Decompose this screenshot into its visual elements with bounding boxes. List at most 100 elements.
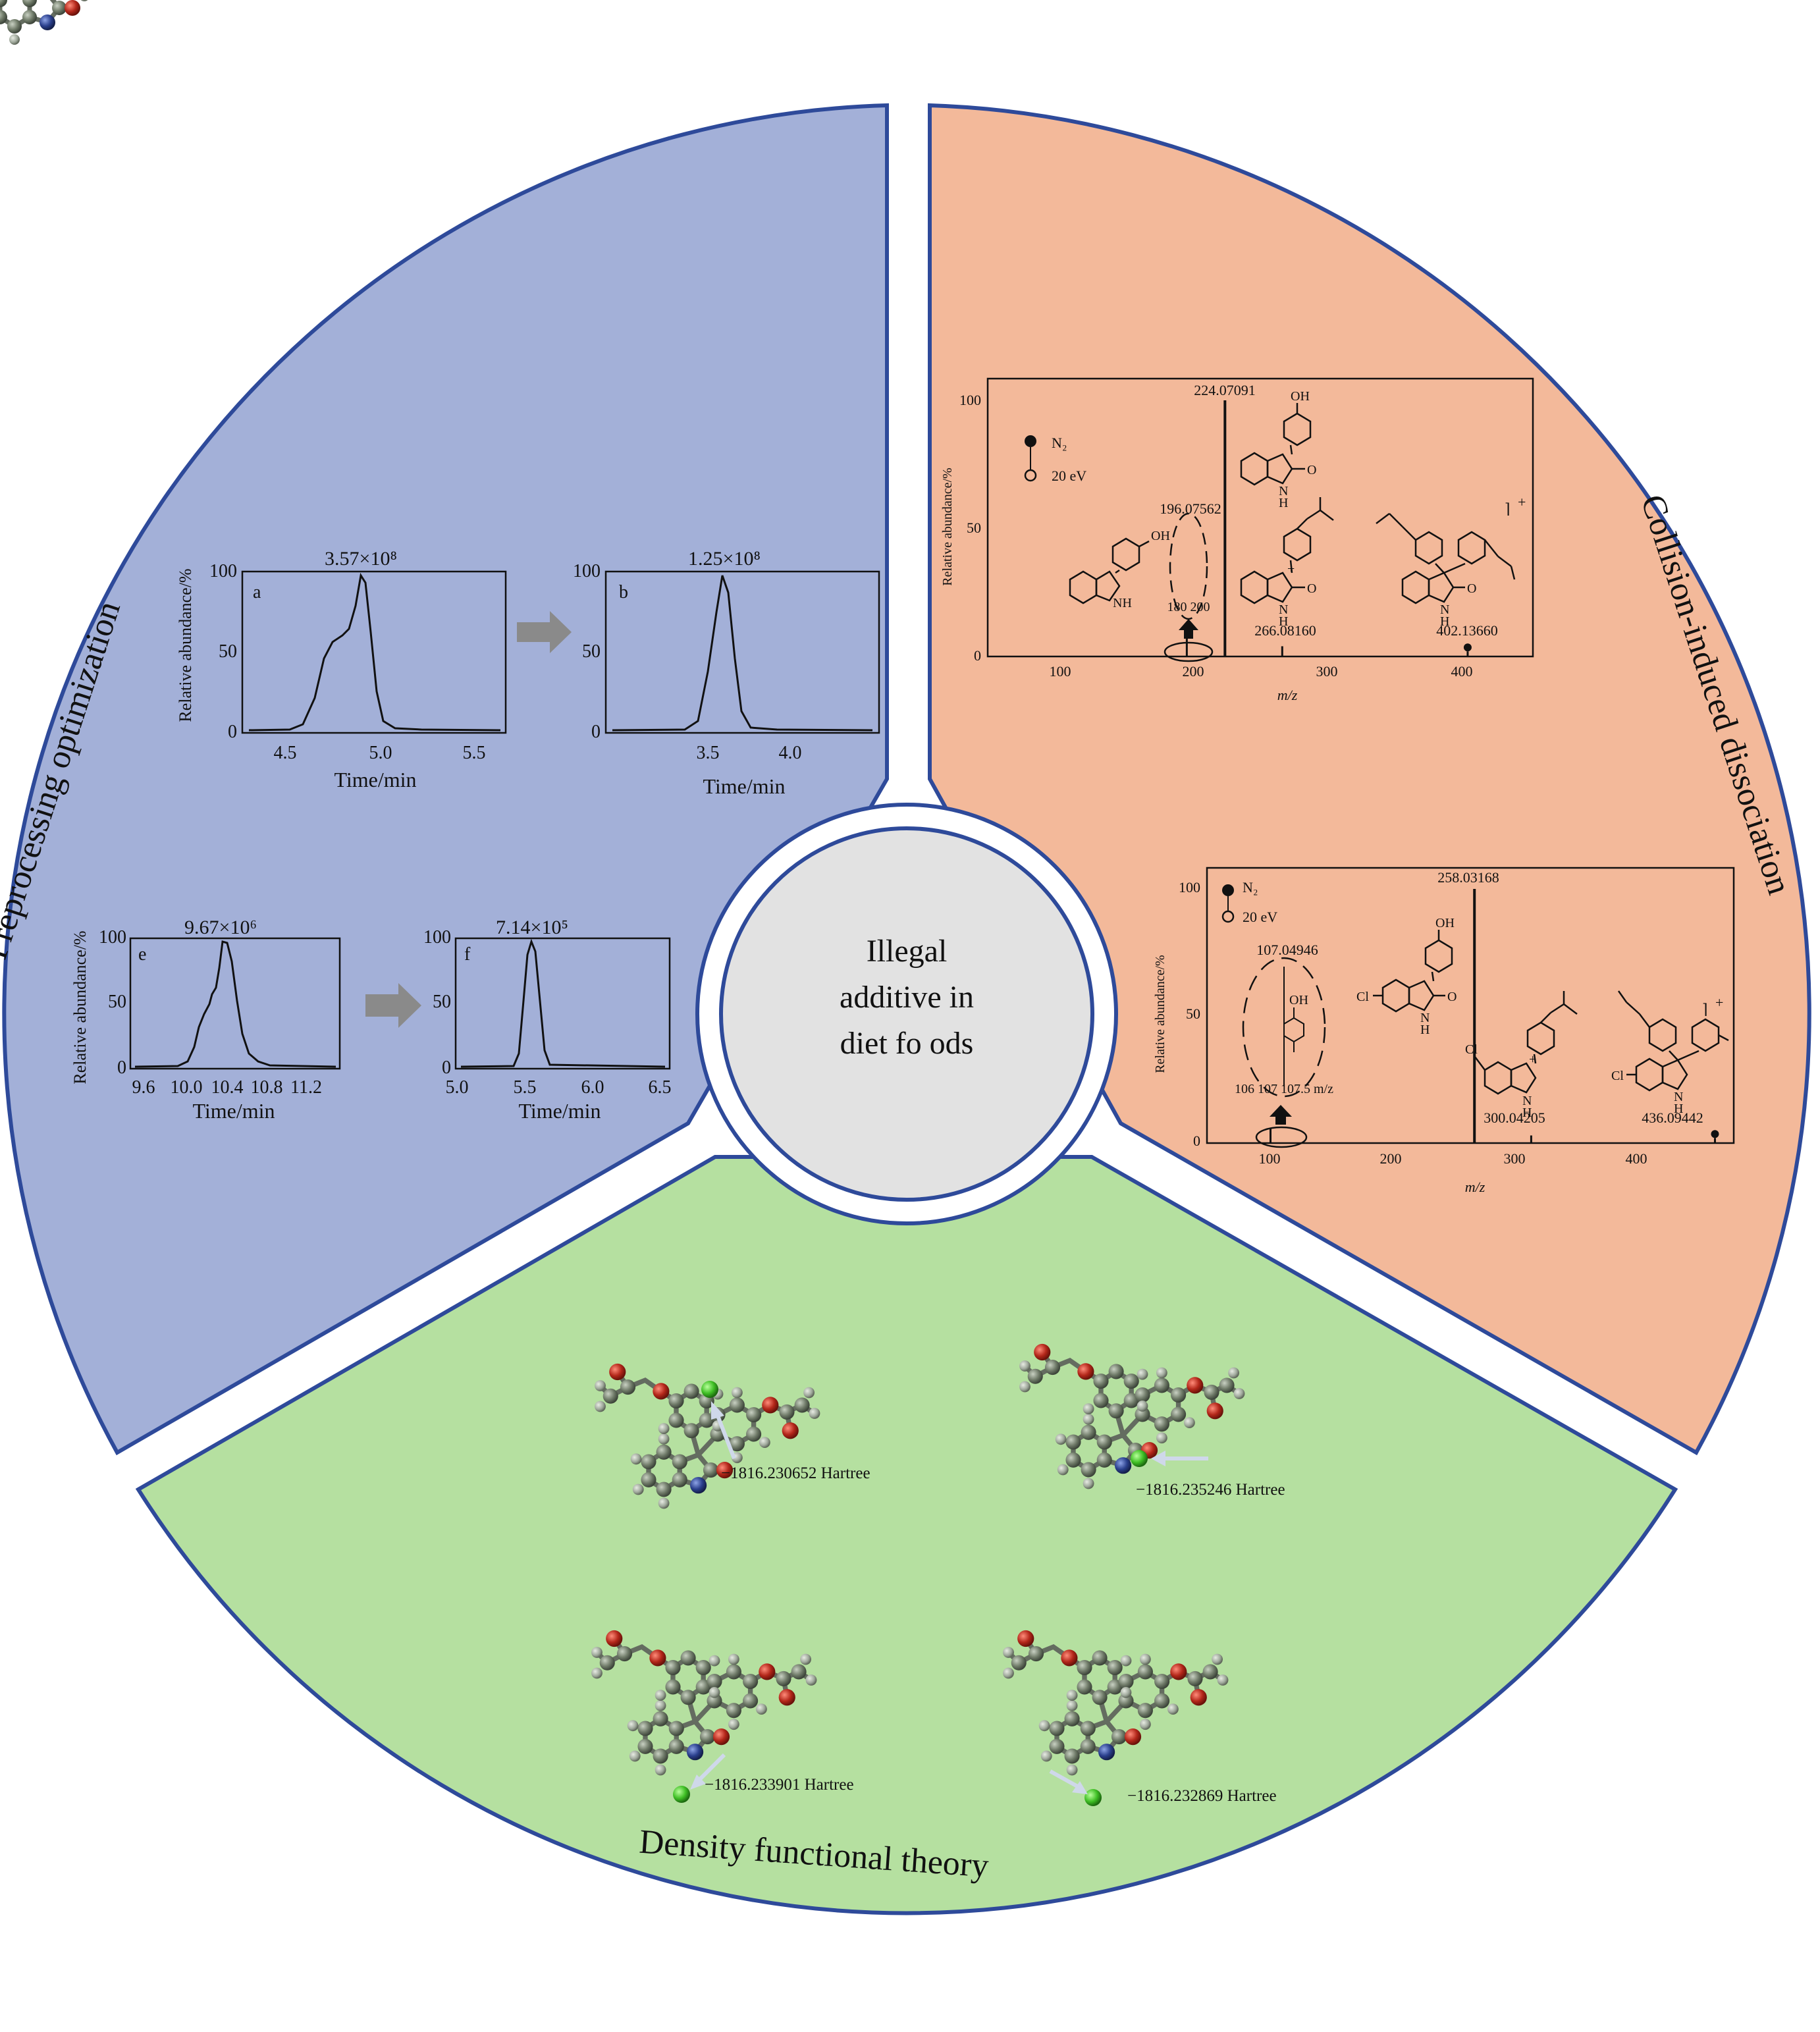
arrow-e-to-f — [365, 983, 421, 1028]
ms1-structure-266-o: O — [1307, 581, 1316, 596]
ms1-structure-266-n: N — [1279, 602, 1288, 617]
ms2-inset-origin — [1255, 1126, 1308, 1148]
ms1-ytick-50: 50 — [967, 520, 981, 536]
chrom-e-trace — [134, 940, 336, 1068]
ms1-structure-402-n: N — [1440, 602, 1449, 617]
ms2-structure-fragment-300 — [1474, 991, 1578, 1095]
sector-cid — [928, 103, 1811, 1456]
dft-1-pointer — [714, 1411, 736, 1460]
chrom-e-xtick-1: 9.6 — [132, 1077, 155, 1098]
dft-3-pointer — [696, 1753, 726, 1783]
ms1-ytick-100: 100 — [959, 392, 981, 408]
ms2-peak-label-4: 436.09442 — [1642, 1110, 1703, 1126]
ms2-legend-energy: 20 eV — [1243, 909, 1277, 925]
chrom-a-ylabel: Relative abundance/% — [176, 568, 195, 722]
ms1-peak-label-1: 224.07091 — [1194, 382, 1256, 398]
chrom-a-ytick-100: 100 — [209, 561, 237, 581]
dft-3-chlorine — [673, 1786, 690, 1803]
chrom-f-trace — [460, 938, 666, 1068]
chrom-a-xtick-3: 5.5 — [463, 743, 486, 763]
ms2-structure-436-n: N — [1674, 1090, 1683, 1104]
chrom-f-peak-label: 7.14×10⁵ — [496, 917, 568, 938]
ms2-structure-107-oh: OH — [1289, 993, 1308, 1007]
ms1-xtick-3: 300 — [1316, 663, 1338, 680]
dft-2-chlorine — [1131, 1450, 1148, 1467]
dft-3-pointer-head — [690, 1775, 706, 1790]
ms1-structure-fragment-266 — [1240, 497, 1334, 604]
chrom-b-trace — [612, 575, 873, 732]
chrom-b-ytick-0: 0 — [591, 722, 601, 742]
ms2-precursor-marker — [1711, 1130, 1719, 1138]
dft-conformer-4: −1816.232869 Hartree — [1003, 1630, 1277, 1806]
ms2-structure-300-h: H — [1522, 1106, 1532, 1120]
dft-3-energy: −1816.233901 Hartree — [705, 1776, 854, 1794]
chrom-b-ytick-100: 100 — [573, 561, 601, 581]
ms1-structure-196-oh: OH — [1151, 529, 1170, 543]
mass-spectrum-2: Relative abundance/% 0 50 100 N₂ 20 eV 2… — [1153, 867, 1735, 1195]
chrom-b-letter: b — [619, 582, 628, 602]
ms1-xtick-2: 200 — [1183, 663, 1204, 680]
ms1-peak-label-4: 402.13660 — [1436, 622, 1498, 639]
chrom-b-xtick-2: 4.0 — [779, 743, 802, 763]
dft-1-pointer-head — [711, 1401, 724, 1420]
chrom-f-xtick-1: 5.0 — [446, 1077, 469, 1098]
chrom-f-xtick-2: 5.5 — [514, 1077, 537, 1098]
chrom-a-letter: a — [253, 582, 261, 602]
dft-4-chlorine — [1084, 1789, 1102, 1806]
chrom-b-frame — [604, 570, 880, 734]
ms1-inset-arrow — [1179, 619, 1198, 639]
center-line-2: additive in — [840, 980, 974, 1015]
ms1-radical-bracket: ⌉ — [1505, 500, 1511, 517]
ms1-xlabel: m/z — [1277, 687, 1298, 703]
chrom-e-ylabel: Relative abundance/% — [70, 930, 90, 1084]
ms2-peak-label-2: 107.04946 — [1256, 942, 1318, 958]
ms1-structure-224-h: H — [1279, 496, 1288, 510]
ms1-inset-origin — [1164, 641, 1214, 662]
chrom-f-letter: f — [464, 944, 471, 965]
chrom-f-ytick-50: 50 — [433, 992, 451, 1012]
ms2-structure-258-oh: OH — [1435, 916, 1455, 930]
center-line-3: diet fo ods — [840, 1026, 974, 1061]
dft-4-pointer — [1049, 1769, 1081, 1790]
chrom-e-xtick-2: 10.0 — [171, 1077, 203, 1098]
ms2-legend-open — [1221, 910, 1235, 923]
ms2-structure-436-h: H — [1674, 1102, 1683, 1116]
ms1-inset-text: 180 200 — [1167, 600, 1210, 614]
chrom-f-frame — [454, 937, 671, 1070]
ms1-legend-filled — [1025, 435, 1036, 447]
chrom-a-xtick-1: 4.5 — [274, 743, 297, 763]
dft-2-energy: −1816.235246 Hartree — [1136, 1481, 1285, 1499]
sector-dft — [135, 1155, 1678, 1915]
chrom-f-ytick-100: 100 — [423, 927, 451, 948]
ms1-structure-precursor-402 — [1376, 513, 1516, 604]
chrom-a-ytick-0: 0 — [228, 722, 237, 742]
ms2-radical-bracket: ⌉ — [1702, 1001, 1708, 1017]
ms2-inset-ellipse — [1242, 957, 1326, 1098]
center-disc — [719, 826, 1094, 1202]
chrom-e-ytick-100: 100 — [99, 927, 126, 948]
ms2-inset-text: 106 107 107.5 m/z — [1235, 1082, 1333, 1096]
chrom-f-xtick-4: 6.5 — [649, 1077, 672, 1098]
chrom-e-ytick-0: 0 — [117, 1057, 126, 1078]
chrom-e-xtick-3: 10.4 — [211, 1077, 244, 1098]
chrom-e-frame — [129, 937, 341, 1070]
ms2-structure-300-charge: + — [1529, 1052, 1536, 1067]
ms1-structure-402-o: O — [1467, 581, 1476, 596]
ms1-structure-266-charge: + — [1287, 562, 1295, 576]
ms1-structure-224-oh: OH — [1291, 389, 1310, 404]
ms2-frame — [1206, 867, 1735, 1144]
ms1-ytick-0: 0 — [974, 647, 981, 664]
ms2-structure-258-o: O — [1447, 990, 1457, 1004]
ms1-structure-fragment-224 — [1240, 403, 1312, 486]
center-line-1: Illegal — [867, 934, 948, 969]
ms1-structure-224-n: N — [1279, 484, 1288, 498]
ms1-structure-224-o: O — [1307, 463, 1316, 477]
ms2-peaks — [1270, 889, 1719, 1143]
ms1-structure-196-nh: NH — [1113, 596, 1132, 610]
ms2-structure-258-n: N — [1420, 1011, 1430, 1025]
dft-4-energy: −1816.232869 Hartree — [1127, 1787, 1277, 1805]
ms2-ylabel: Relative abundance/% — [1153, 955, 1167, 1073]
dft-1-chlorine — [701, 1381, 718, 1398]
chrom-a-peak-label: 3.57×10⁸ — [325, 548, 397, 570]
